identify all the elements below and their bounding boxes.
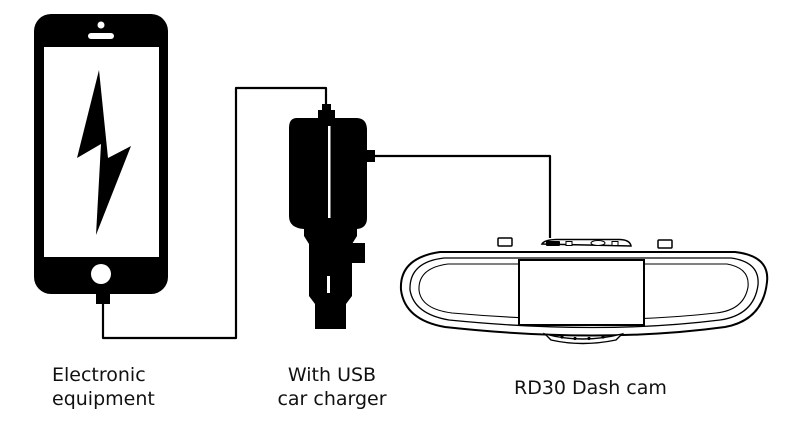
lightning-bolt-icon <box>77 70 131 235</box>
dashcam-label: RD30 Dash cam <box>514 376 667 400</box>
charger-label: With USB car charger <box>276 363 388 411</box>
cable-charger-to-dashcam <box>375 154 552 238</box>
phone-label-line-1: Electronic <box>52 364 146 386</box>
charger-label-line-2: car charger <box>277 388 387 410</box>
phone-charging-plug <box>96 292 110 304</box>
charger-label-line-1: With USB <box>287 364 377 386</box>
cable-phone-to-charger <box>101 86 328 340</box>
dashcam-screen <box>518 259 645 326</box>
phone-label-line-2: equipment <box>52 388 155 410</box>
rearview-mirror-dashcam-icon <box>399 237 769 345</box>
phone-label: Electronic equipment <box>52 363 155 411</box>
dashcam-label-text: RD30 Dash cam <box>514 377 667 399</box>
cables <box>101 86 552 340</box>
smartphone-icon <box>34 14 168 304</box>
usb-car-charger-icon <box>289 104 375 329</box>
